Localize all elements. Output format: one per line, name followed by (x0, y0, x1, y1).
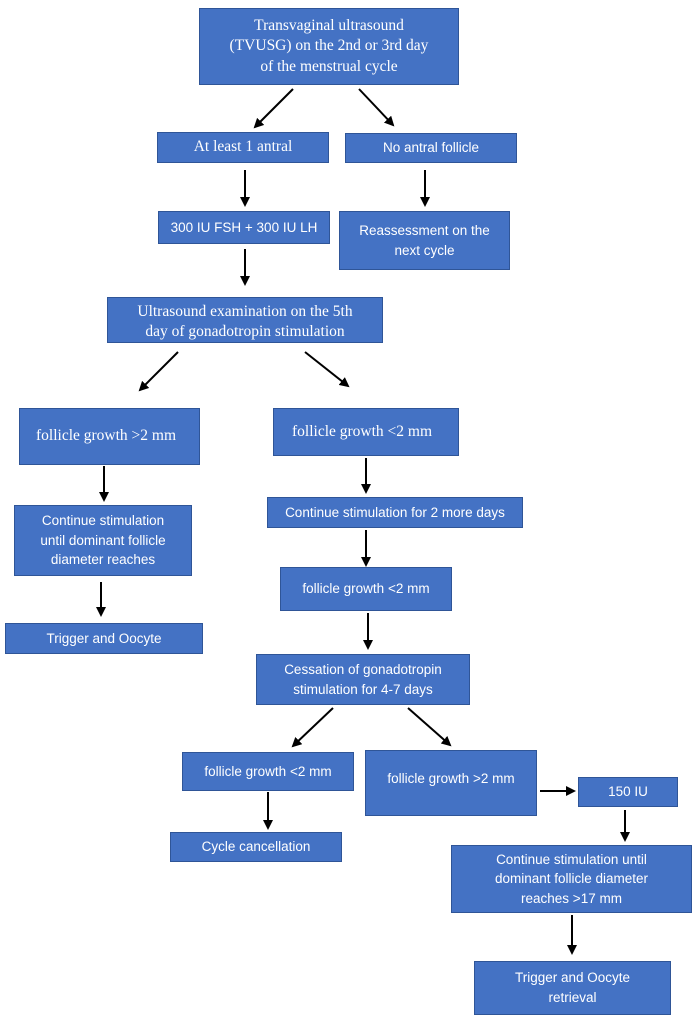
arrow-cessation-to-lt2 (291, 707, 334, 748)
node-no-antral-follicle: No antral follicle (345, 133, 517, 163)
node-ultrasound-day5: Ultrasound examination on the 5th day of… (107, 297, 383, 343)
node-continue-2-days: Continue stimulation for 2 more days (267, 497, 523, 528)
arrow-tvusg-to-antral (253, 88, 294, 129)
arrow-ultrasound-to-gt2 (138, 351, 179, 392)
arrow-ultrasound-to-lt2 (304, 351, 350, 388)
node-trigger-oocyte-left: Trigger and Oocyte (5, 623, 203, 654)
node-growth-lt2-third: follicle growth <2 mm (182, 752, 354, 791)
node-cessation: Cessation of gonadotropin stimulation fo… (256, 654, 470, 705)
node-cycle-cancellation: Cycle cancellation (170, 832, 342, 862)
node-tvusg: Transvaginal ultrasound (TVUSG) on the 2… (199, 8, 459, 85)
node-continue-until-17: Continue stimulation until dominant foll… (451, 845, 692, 913)
arrow-cessation-to-gt2 (407, 707, 452, 747)
node-growth-lt2-second: follicle growth <2 mm (280, 567, 452, 611)
node-reassessment: Reassessment on the next cycle (339, 211, 510, 270)
node-growth-gt2-first: follicle growth >2 mm (19, 408, 200, 465)
node-growth-lt2-first: follicle growth <2 mm (273, 408, 459, 456)
node-trigger-retrieval: Trigger and Oocyte retrieval (474, 961, 671, 1015)
node-dose-150: 150 IU (578, 777, 678, 807)
arrow-tvusg-to-no-antral (358, 88, 395, 127)
node-continue-until-dominant: Continue stimulation until dominant foll… (14, 505, 192, 576)
node-at-least-one-antral: At least 1 antral (157, 132, 329, 163)
node-growth-gt2-third: follicle growth >2 mm (365, 750, 537, 816)
node-fsh-lh-dose: 300 IU FSH + 300 IU LH (158, 211, 330, 244)
